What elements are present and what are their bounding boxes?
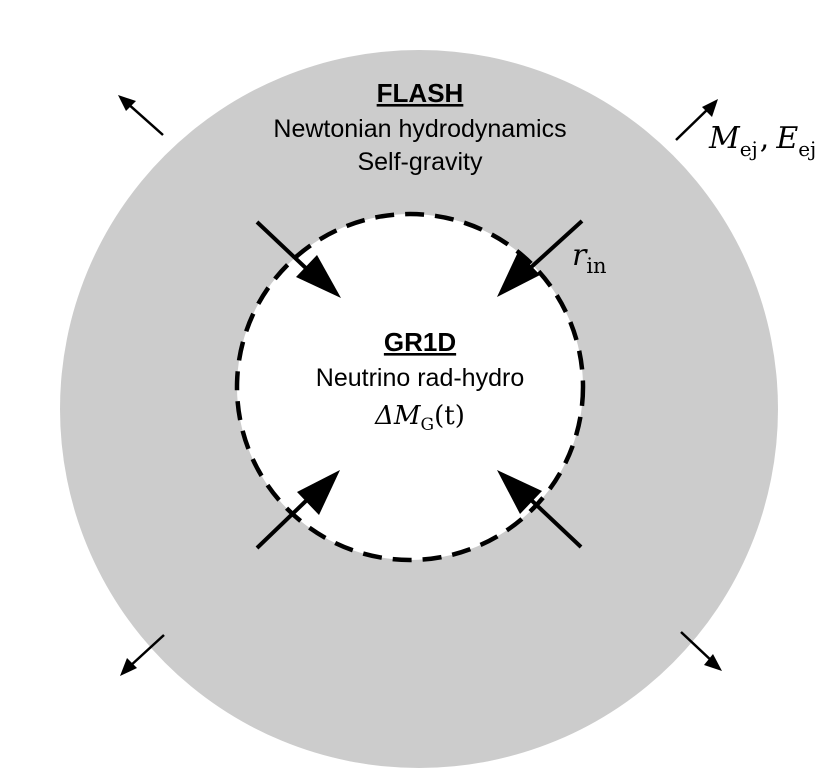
ejecta-arrow-bottom-right [680,631,722,671]
radius-symbol: r [572,238,588,273]
inflow-arrow-top-right [497,219,584,297]
flash-gravity-label: Self-gravity [357,148,483,176]
ejecta-mass-subscript: ej [740,137,758,161]
gr1d-inner-region [234,211,586,563]
flash-hydro-label: Newtonian hydrodynamics [273,115,566,143]
radius-subscript: in [586,254,606,278]
inflow-arrow-bottom-right [497,470,583,549]
ejecta-arrow-top-left [118,95,164,136]
ejecta-mass-symbol: M [708,121,741,156]
inner-radius-label: rin [572,238,607,278]
ejecta-separator: , [760,121,770,156]
flash-title: FLASH [377,78,464,108]
gr1d-title: GR1D [384,327,456,357]
mass-argument: (t) [434,401,465,431]
mass-symbol: ΔM [374,401,422,431]
gr1d-mass-label: ΔMG(t) [374,401,465,435]
ejecta-arrow-bottom-left [120,634,165,676]
ejecta-label: Mej,Eej [708,121,816,161]
gr1d-neutrino-label: Neutrino rad-hydro [316,364,524,392]
ejecta-energy-symbol: E [775,121,798,156]
ejecta-energy-subscript: ej [798,137,816,161]
ejecta-arrow-top-right [675,99,718,141]
inflow-arrow-top-left [255,220,341,298]
inflow-arrow-bottom-left [255,470,340,550]
mass-subscript: G [421,415,435,435]
